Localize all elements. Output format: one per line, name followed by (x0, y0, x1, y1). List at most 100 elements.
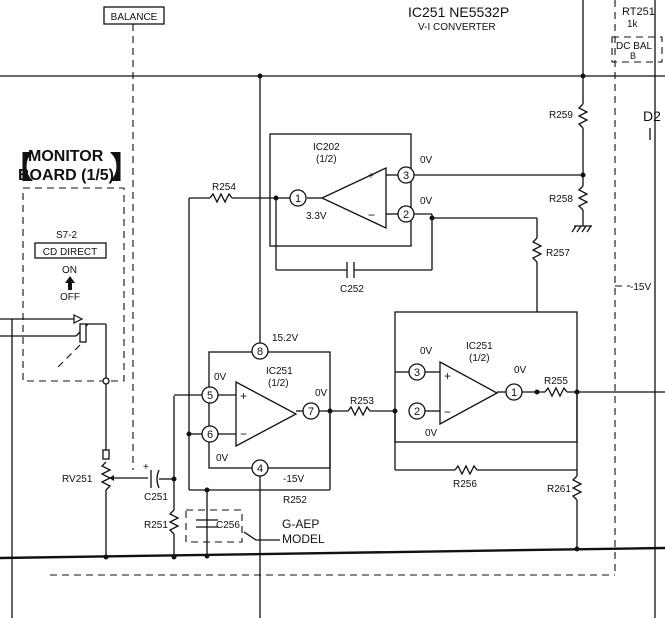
dc-bal-label: DC BAL (616, 41, 653, 52)
ic202-name: IC202 (313, 142, 340, 153)
rv251-resistor (100, 461, 112, 491)
r255-resistor (544, 386, 568, 398)
switch-off-label: OFF (60, 292, 80, 303)
junction-r261-gnd (574, 546, 580, 552)
switch-linkage (54, 344, 81, 371)
ic202-v-out: 3.3V (306, 211, 327, 222)
rv251-top-stub (102, 449, 110, 460)
ic251a-name: IC251 (266, 366, 293, 377)
junction-vcc-top (257, 73, 263, 79)
bracket-left: 【 (3, 152, 33, 185)
ic251b-v-inv: 0V (425, 428, 438, 439)
junction-r256 (392, 408, 398, 414)
bracket-right: 】 (110, 152, 140, 185)
ic251a-plus-sign: + (240, 389, 247, 403)
r258-label: R258 (549, 194, 573, 205)
ic251b-pin-2 (408, 402, 426, 420)
c251-plus: + (143, 462, 149, 473)
ic251b-v-out: 0V (514, 365, 527, 376)
ic202-plus-sign: + (368, 171, 374, 182)
r255-label: R255 (544, 376, 568, 387)
monitor-board-dashed-box (22, 187, 125, 382)
r261-label: R261 (547, 484, 571, 495)
monitor-board-title-1: MONITOR (28, 148, 104, 165)
ic251b-pin-3-label: 3 (414, 367, 420, 379)
note-line-1: G-AEP (282, 517, 319, 531)
ic251b-section: (1/2) (469, 353, 490, 364)
ic251a-pin-6-label: 6 (207, 429, 213, 441)
switch-arrowhead-icon (73, 314, 84, 324)
rv251-wiper-arrow (109, 475, 114, 481)
ic251b-v-noninv: 0V (420, 346, 433, 357)
ic202-amp-symbol (320, 166, 387, 230)
c252-label: C252 (340, 284, 364, 295)
ic251a-minus-sign: − (240, 427, 247, 441)
ic251b-box (394, 311, 578, 443)
ic251a-v-vcc: 15.2V (272, 333, 298, 344)
r254-resistor (209, 192, 233, 204)
rv251-label: RV251 (62, 474, 93, 485)
ic251a-pin-4-label: 4 (257, 463, 263, 475)
switch-contact (79, 323, 87, 343)
ic251-subtitle: V-I CONVERTER (418, 22, 496, 33)
ic202-v-inv: 0V (420, 196, 433, 207)
ic251b-name: IC251 (466, 341, 493, 352)
c256-label: C256 (216, 520, 240, 531)
r258-resistor (577, 185, 589, 211)
r254-label: R254 (212, 182, 236, 193)
junction-c256-bottom (204, 553, 210, 559)
cd-direct-label: CD DIRECT (43, 247, 97, 258)
ic251-title: IC251 NE5532P (408, 4, 509, 20)
balance-label: BALANCE (111, 12, 158, 23)
c256-option-box (185, 509, 243, 543)
ic251b-pin-2-label: 2 (414, 406, 420, 418)
ground-bus-line (0, 546, 665, 560)
cd-direct-label-box (34, 242, 107, 259)
ground-icon (571, 225, 592, 233)
junction-r251-gnd (171, 554, 177, 560)
switch-on-label: ON (62, 265, 77, 276)
junction-pin1-out (534, 389, 540, 395)
ic202-v-noninv: 0V (420, 155, 433, 166)
ic251a-pin-8-label: 8 (257, 346, 263, 358)
neg-supply-label: -15V (630, 282, 651, 293)
r257-label: R257 (546, 248, 570, 259)
ic251b-plus-sign: + (444, 369, 451, 383)
r253-resistor (347, 405, 371, 417)
rt251-value: 1k (627, 19, 639, 30)
ic251b-amp-symbol (439, 360, 499, 426)
ic251a-amp-symbol (235, 380, 298, 448)
ic251b-pin-1-label: 1 (511, 387, 517, 399)
r256-resistor (454, 464, 478, 476)
ic251b-minus-sign: − (444, 405, 451, 419)
switch-terminal (102, 377, 110, 385)
r261-resistor (571, 475, 583, 501)
junction-ic202-pin2 (429, 215, 435, 221)
ic251a-pin-5-label: 5 (207, 390, 213, 402)
r256-label: R256 (453, 479, 477, 490)
rt251-label: RT251 (622, 6, 655, 18)
switch-id: S7-2 (56, 230, 78, 241)
r257-resistor (531, 237, 543, 263)
c251-plate-2 (156, 469, 160, 489)
ic202-section: (1/2) (316, 154, 337, 165)
junction-divider (580, 172, 586, 178)
r251-resistor (168, 509, 180, 535)
monitor-board-title-2: BOARD (1/5) (18, 167, 114, 184)
ic251a-pin-7-label: 7 (308, 406, 314, 418)
dc-bal-sub: B (630, 51, 636, 61)
junction-pin6 (186, 431, 192, 437)
r253-label: R253 (350, 396, 374, 407)
balance-label-box (103, 6, 165, 25)
r251-label: R251 (144, 520, 168, 531)
r252-label: R252 (283, 495, 307, 506)
junction-rv251-gnd (103, 554, 109, 560)
junction-r253 (327, 408, 333, 414)
junction-r251-c251 (171, 476, 177, 482)
dc-bal-box (611, 36, 663, 63)
junction-rail-top (580, 73, 586, 79)
d2-label: D2 (643, 108, 661, 124)
ic251a-section: (1/2) (268, 378, 289, 389)
switch-arrow-icon (65, 276, 75, 290)
